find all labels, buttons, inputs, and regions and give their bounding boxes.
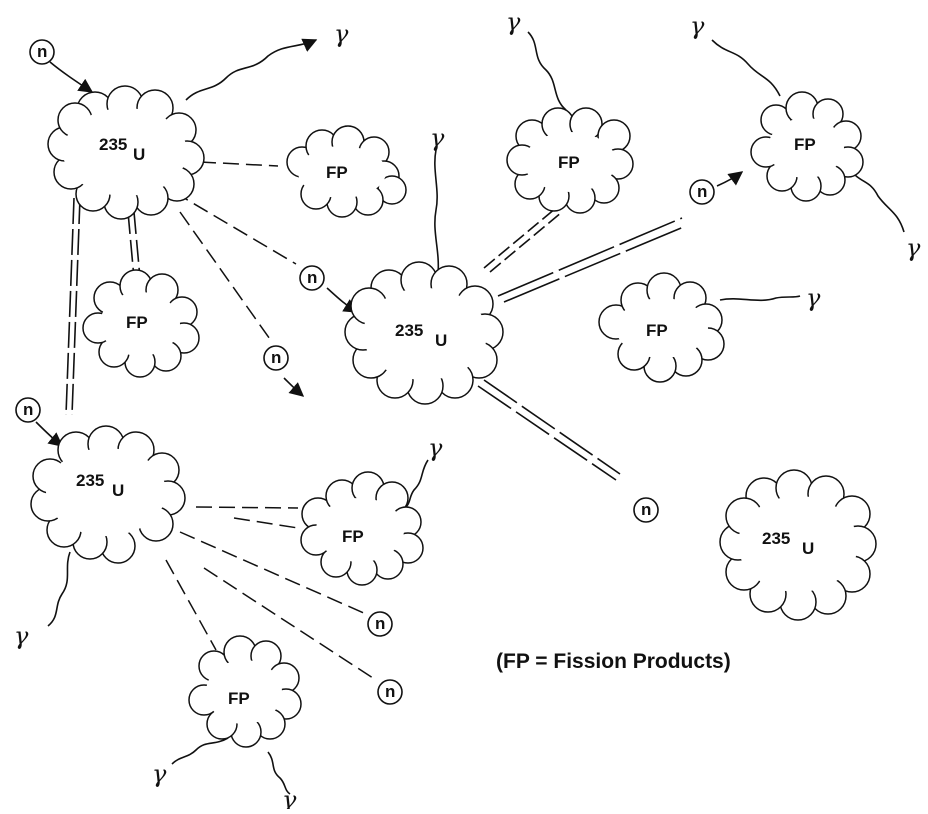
u3-fp-bottom: [166, 560, 216, 650]
u3-symbol: U: [112, 481, 124, 500]
neutron-2: n: [300, 266, 324, 290]
n5-arrow: [717, 172, 742, 186]
svg-text:n: n: [385, 682, 395, 701]
svg-text:n: n: [37, 42, 47, 61]
gamma-4: γ: [690, 12, 705, 40]
u1-fp-down-b: [134, 212, 140, 278]
gamma-6: γ: [806, 284, 821, 312]
gamma-3: γ: [506, 8, 521, 36]
fission-product-6: FP: [301, 472, 423, 585]
uranium-nucleus-1: 235 U: [48, 86, 204, 219]
svg-text:n: n: [697, 182, 707, 201]
neutron-3: n: [264, 346, 288, 370]
neutron-4: n: [16, 398, 40, 422]
svg-text:n: n: [271, 348, 281, 367]
uranium-nucleus-3: 235 U: [31, 426, 185, 563]
fp1-label: FP: [326, 163, 348, 182]
u2-n-lower-a: [478, 386, 616, 480]
gamma-9: γ: [152, 760, 167, 788]
neutron-6: n: [634, 498, 658, 522]
gamma-wave-4: [712, 40, 780, 96]
u3-fp-b: [234, 518, 298, 528]
gamma-wave-3: [528, 32, 566, 110]
u4-mass: 235: [762, 529, 790, 548]
u4-symbol: U: [802, 539, 814, 558]
u2-n-lower-b: [484, 380, 620, 474]
u1-n-line: [174, 192, 296, 264]
gamma-wave-2: [435, 150, 438, 274]
u1-fp-line: [200, 162, 278, 166]
gamma-8: γ: [14, 622, 29, 650]
fp3-label: FP: [558, 153, 580, 172]
u3-mass: 235: [76, 471, 104, 490]
gamma-wave-5: [850, 170, 904, 232]
fission-product-2: FP: [83, 270, 199, 377]
neutron-8: n: [378, 680, 402, 704]
gamma-wave-1: [186, 40, 316, 100]
n4-arrow: [284, 378, 303, 396]
gamma-7: γ: [428, 434, 443, 462]
fp5-label: FP: [646, 321, 668, 340]
svg-text:n: n: [375, 614, 385, 633]
u1-u3-line-a: [66, 198, 74, 415]
gamma-wave-8: [48, 552, 70, 626]
neutron-1: n: [30, 40, 54, 64]
gamma-1: γ: [334, 20, 349, 48]
fission-product-7: FP: [189, 636, 301, 747]
caption: (FP = Fission Products): [496, 650, 731, 673]
svg-text:n: n: [641, 500, 651, 519]
u1-fp-down-a: [128, 212, 134, 278]
fp2-label: FP: [126, 313, 148, 332]
fission-product-4: FP: [751, 92, 863, 201]
u2-fp-b: [490, 212, 562, 272]
u1-symbol: U: [133, 145, 145, 164]
neutron-5: n: [690, 180, 714, 204]
fission-product-1: FP: [287, 126, 406, 217]
fission-product-3: FP: [507, 108, 633, 213]
gamma-wave-9: [172, 738, 228, 764]
gamma-5: γ: [906, 234, 921, 262]
fission-product-5: FP: [599, 273, 724, 382]
u1-n2-line: [180, 212, 272, 342]
fp7-label: FP: [228, 689, 250, 708]
fp4-label: FP: [794, 135, 816, 154]
svg-text:n: n: [307, 268, 317, 287]
n1-arrow: [50, 62, 92, 92]
gamma-10: γ: [282, 786, 297, 809]
svg-text:n: n: [23, 400, 33, 419]
u2-fp-a: [484, 208, 556, 268]
u2-symbol: U: [435, 331, 447, 350]
u2-mass: 235: [395, 321, 423, 340]
u1-mass: 235: [99, 135, 127, 154]
gamma-wave-6: [720, 296, 800, 300]
u3-fp-a: [196, 507, 298, 508]
neutron-7: n: [368, 612, 392, 636]
gamma-2: γ: [430, 124, 445, 152]
uranium-nucleus-4: 235 U: [720, 470, 876, 620]
uranium-nucleus-2: 235 U: [345, 262, 503, 404]
fp6-label: FP: [342, 527, 364, 546]
n3-arrow: [36, 422, 62, 446]
